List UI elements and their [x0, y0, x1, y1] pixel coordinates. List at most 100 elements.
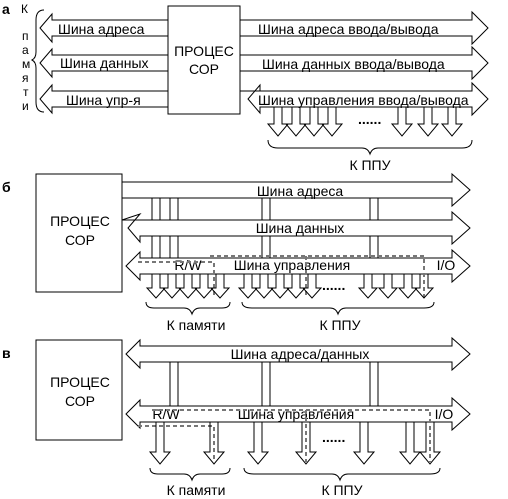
down-arrow [193, 274, 215, 299]
connector [261, 236, 271, 258]
ppu-brace [267, 139, 473, 156]
rw-label: R/W [152, 406, 180, 422]
connector [369, 236, 379, 258]
down-arrow [148, 422, 172, 465]
io-signal-path [152, 409, 431, 462]
down-arrow [161, 274, 183, 299]
ppu-brace [241, 301, 435, 316]
cpu-box [35, 339, 123, 441]
cpu-label: ПРОЦЕС [50, 213, 110, 229]
io-label: I/O [435, 406, 454, 422]
address-bus-label: Шина адреса [58, 21, 145, 37]
panel-a-letter: а [2, 1, 10, 17]
memory-down-arrows [145, 274, 231, 299]
io-address-bus-label: Шина адреса ввода/вывода [258, 21, 439, 37]
down-arrow [177, 274, 199, 299]
connector [151, 236, 161, 258]
down-arrow [302, 107, 326, 137]
address-data-bus-arrow [125, 336, 471, 372]
panel-b-letter: б [2, 179, 11, 195]
panel-a: а К п а м я т и Шина адреса Шина данных … [2, 1, 489, 173]
control-bus-label: Шина управления [234, 257, 350, 273]
data-bus-label: Шина данных [256, 220, 345, 236]
memory-label-char: К [21, 2, 28, 16]
io-data-bus-label: Шина данных ввода/вывода [262, 56, 445, 72]
bus-connectors [151, 198, 379, 258]
ppu-brace [243, 467, 441, 482]
memory-label-char: м [22, 57, 30, 71]
control-bus-arrow [125, 396, 471, 432]
down-arrow [440, 107, 464, 137]
down-arrow [413, 274, 435, 299]
down-arrow [357, 274, 379, 299]
io-data-bus-arrow [239, 45, 489, 81]
down-arrow [246, 422, 270, 465]
ppu-down-arrows [237, 274, 435, 299]
down-arrow [301, 274, 323, 299]
control-bus-label: Шина упр-я [66, 92, 141, 108]
memory-label: К памяти [167, 317, 226, 333]
down-arrow [145, 274, 167, 299]
connector [151, 198, 161, 220]
memory-label-char: а [22, 43, 29, 57]
address-bus-label: Шина адреса [257, 183, 344, 199]
ppu-label: К ППУ [349, 157, 390, 173]
memory-label-char: я [22, 71, 29, 85]
memory-brace [30, 9, 45, 113]
ppu-label: К ППУ [321, 482, 362, 498]
io-control-bus-label: Шина управления ввода/вывода [258, 92, 469, 108]
connector [169, 198, 179, 220]
address-bus-arrow [121, 172, 471, 208]
rw-label: R/W [174, 257, 202, 273]
cpu-label: СОР [65, 232, 95, 248]
panel-v: в ПРОЦЕС СОР Шина адреса/данных R/W Шина… [2, 336, 471, 498]
connector [261, 198, 271, 220]
connector [369, 198, 379, 220]
down-arrow [418, 422, 442, 465]
dots: ...... [358, 111, 381, 127]
memory-brace [145, 301, 231, 316]
down-arrow [284, 107, 308, 137]
io-label: I/O [437, 257, 456, 273]
down-arrow [202, 422, 226, 465]
address-data-bus-label: Шина адреса/данных [231, 346, 370, 362]
down-arrow [237, 274, 259, 299]
cpu-label: СОР [189, 61, 219, 77]
down-arrow [398, 422, 422, 465]
memory-label: К п а м я т и [21, 2, 30, 113]
connector [169, 362, 179, 406]
dots: ...... [322, 277, 345, 293]
down-arrow [209, 274, 231, 299]
rw-signal-path [138, 425, 215, 462]
dots: ...... [322, 429, 345, 445]
panel-b: б ПРОЦЕС СОР Шина адреса Шина данных R/W… [2, 172, 471, 333]
memory-label-char: т [23, 85, 29, 99]
control-bus-label: Шина управления [238, 406, 354, 422]
down-arrow [269, 274, 291, 299]
down-arrow [390, 107, 414, 137]
rw-signal-path [138, 261, 215, 298]
data-bus-label: Шина данных [60, 55, 149, 71]
down-arrow [294, 422, 318, 465]
bus-connectors [169, 362, 379, 406]
io-control-bus-arrow [240, 81, 489, 117]
cpu-label: СОР [65, 393, 95, 409]
down-arrow [352, 422, 376, 465]
connector [169, 236, 179, 258]
cpu-label: ПРОЦЕС [174, 43, 234, 59]
down-arrow [397, 274, 419, 299]
connector [369, 362, 379, 406]
cpu-label: ПРОЦЕС [50, 374, 110, 390]
memory-label: К памяти [167, 482, 226, 498]
down-arrow [266, 107, 290, 137]
cpu-box [167, 5, 241, 115]
down-arrow [253, 274, 275, 299]
cpu-box [35, 173, 123, 293]
panel-v-letter: в [2, 345, 11, 361]
down-arrow [416, 107, 440, 137]
data-bus-arrow [121, 210, 471, 246]
control-bus-arrow [125, 248, 471, 284]
io-address-bus-arrow [239, 10, 489, 46]
ppu-label: К ППУ [319, 317, 360, 333]
